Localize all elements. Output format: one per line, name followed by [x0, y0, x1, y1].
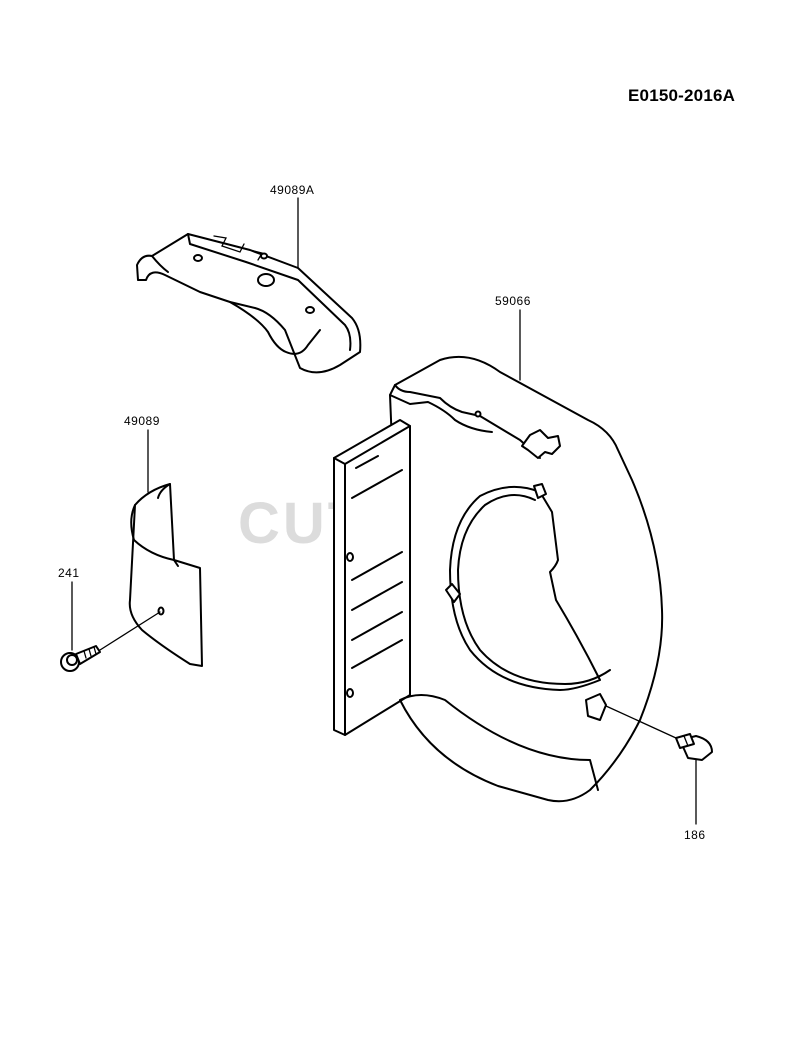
- part-label-186[interactable]: 186: [684, 828, 706, 842]
- part-label-49089a[interactable]: 49089A: [270, 183, 315, 197]
- part-label-49089[interactable]: 49089: [124, 414, 160, 428]
- part-label-59066[interactable]: 59066: [495, 294, 531, 308]
- bracket-49089a[interactable]: [136, 233, 362, 374]
- diagram-id: E0150-2016A: [628, 86, 736, 105]
- part-label-241[interactable]: 241: [58, 566, 80, 580]
- bolt-186[interactable]: [675, 733, 713, 761]
- assembly-line-186: [605, 705, 677, 739]
- screw-241[interactable]: [60, 645, 101, 672]
- housing-59066[interactable]: [333, 355, 664, 803]
- assembly-line-241: [99, 611, 161, 651]
- shroud-49089[interactable]: [128, 483, 203, 667]
